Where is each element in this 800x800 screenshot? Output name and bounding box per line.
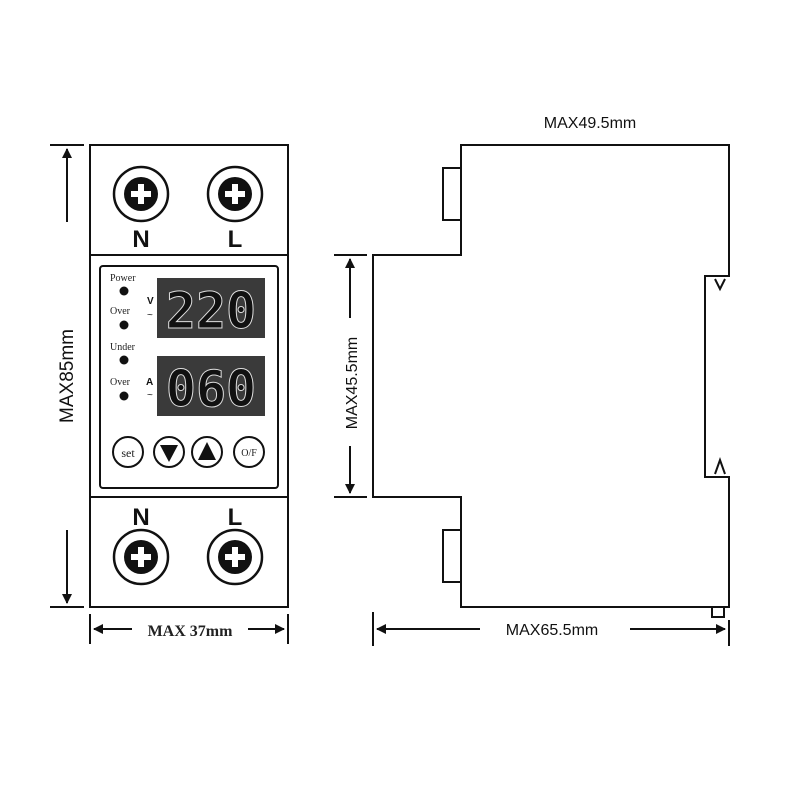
triangle-down-icon xyxy=(160,445,178,462)
release-tab xyxy=(711,606,725,618)
bottom-terminal-l xyxy=(206,528,264,586)
depth-dimension xyxy=(372,612,730,646)
voltage-ac-mark: ~ xyxy=(147,310,153,321)
onoff-button-label: O/F xyxy=(241,448,257,459)
down-button[interactable] xyxy=(153,436,185,468)
upper-latch xyxy=(442,167,462,221)
rail-height-dimension xyxy=(334,254,367,498)
front-width-label: MAX 37mm xyxy=(148,623,234,640)
set-button-label: set xyxy=(121,446,135,460)
side-view xyxy=(372,144,730,618)
over-voltage-label: Over xyxy=(110,306,131,317)
lower-latch xyxy=(442,529,462,583)
top-terminal-l-label: L xyxy=(228,226,243,253)
side-top-width-label: MAX49.5mm xyxy=(544,115,636,132)
current-ac-mark: ~ xyxy=(147,390,153,401)
front-height-dimension xyxy=(50,144,84,608)
onoff-button[interactable]: O/F xyxy=(233,436,265,468)
up-button[interactable] xyxy=(191,436,223,468)
front-view xyxy=(89,144,289,608)
side-body-outline xyxy=(372,144,730,608)
current-unit: A xyxy=(146,377,153,388)
voltage-readout: 220 xyxy=(166,282,256,340)
under-voltage-label: Under xyxy=(110,342,136,353)
top-terminal-n xyxy=(112,165,170,223)
front-body xyxy=(89,144,289,608)
bottom-terminal-n xyxy=(112,528,170,586)
depth-label: MAX65.5mm xyxy=(506,622,598,639)
top-terminal-l xyxy=(206,165,264,223)
under-voltage-led xyxy=(119,355,129,365)
current-display xyxy=(157,356,265,416)
lower-rail-clip xyxy=(714,457,726,475)
over-current-led xyxy=(119,391,129,401)
power-led xyxy=(119,286,129,296)
set-button[interactable]: set xyxy=(112,436,144,468)
top-terminal-n-label: N xyxy=(132,226,149,253)
front-width-dimension xyxy=(89,614,289,644)
voltage-unit: V xyxy=(147,296,154,307)
triangle-up-icon xyxy=(198,442,216,460)
bottom-terminal-l-label: L xyxy=(228,504,243,531)
over-current-label: Over xyxy=(110,377,131,388)
power-indicator-label: Power xyxy=(110,273,136,284)
bottom-terminal-n-label: N xyxy=(132,504,149,531)
upper-rail-clip xyxy=(714,278,726,292)
voltage-display xyxy=(157,278,265,338)
over-voltage-led xyxy=(119,320,129,330)
rail-height-label: MAX45.5mm xyxy=(344,337,361,429)
front-height-label: MAX85mm xyxy=(57,329,78,423)
current-readout: 060 xyxy=(166,360,256,418)
